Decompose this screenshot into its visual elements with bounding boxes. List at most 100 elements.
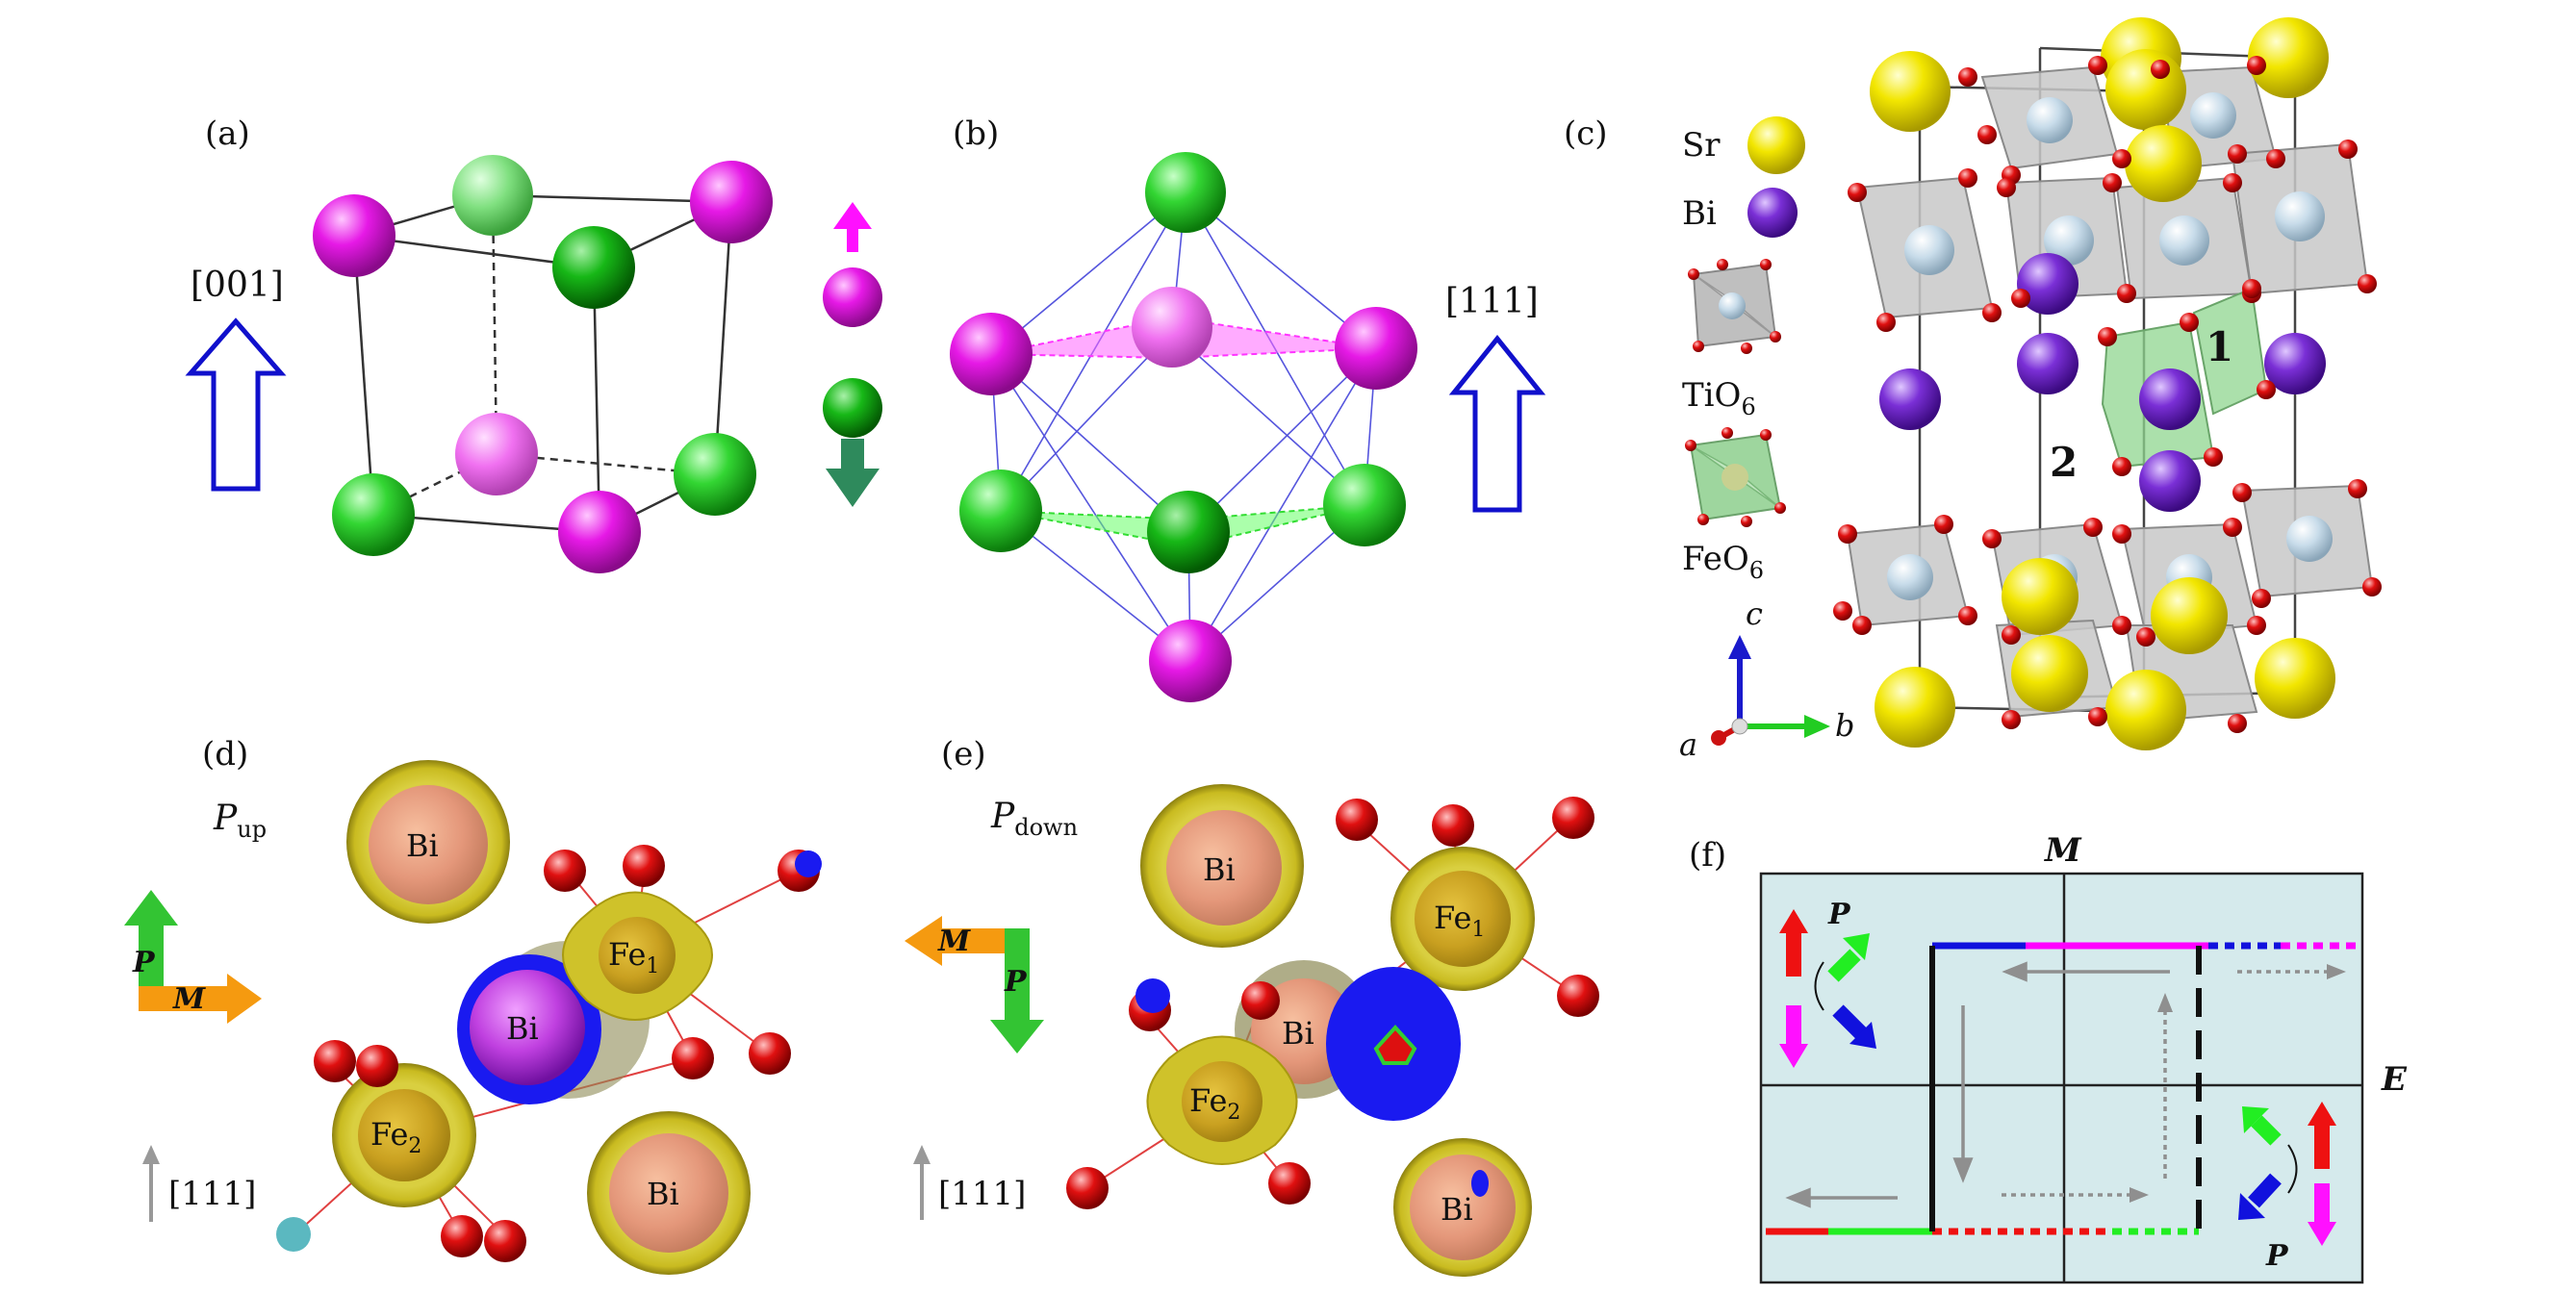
p-vector-arrow-icon [990, 1020, 1044, 1053]
site-label-1: 1 [2206, 323, 2233, 370]
up-arrow-icon [833, 202, 872, 252]
bi-atoms [1879, 253, 2326, 512]
magenta-atom-back [1132, 287, 1212, 368]
polarization-arrow-001 [185, 317, 287, 492]
up-arrow-icon [2308, 1102, 2336, 1126]
bi-label: Bi [1203, 851, 1236, 888]
up-arrow-icon [913, 1145, 931, 1164]
green-atom [552, 226, 635, 309]
panel-f: (f) M E [1689, 831, 2408, 1284]
axis-label-m: M [2044, 831, 2082, 870]
legend-sr-label: Sr [1682, 126, 1721, 165]
right-arrow-icon [2327, 964, 2346, 979]
magenta-atom [313, 194, 395, 277]
charge-density-blue-small [1471, 1170, 1489, 1197]
path-arrows [1785, 961, 2170, 1208]
vector-label-p-bottom: P [2265, 1239, 2289, 1273]
down-arrow-icon [1952, 1157, 1974, 1183]
p-vector-bar [1005, 928, 1030, 1025]
legend-bi-atom [1747, 188, 1798, 238]
up-right-arrow-icon [1843, 933, 1870, 960]
fe1-label: Fe1 [1434, 900, 1485, 942]
axis-label-e: E [2381, 1060, 2408, 1099]
down-right-arrow-icon [1849, 1022, 1876, 1049]
bi-label: Bi [1282, 1015, 1314, 1052]
axis-label-b: b [1835, 707, 1854, 744]
fe2-label: Fe2 [1189, 1082, 1240, 1125]
m-vector-arrow-icon [905, 916, 942, 966]
m-vector-arrow-icon [227, 974, 262, 1024]
direction-label-111: [111] [168, 1175, 256, 1213]
direction-label-111: [111] [1445, 282, 1539, 321]
bi-label: Bi [506, 1010, 539, 1047]
legend-tio6-label: TiO6 [1682, 376, 1756, 420]
magenta-atom-small [823, 267, 882, 327]
state-label-p-down: Pdown [990, 797, 1078, 841]
polarization-set-bottom: P [2238, 1102, 2336, 1273]
bi-atom [609, 1133, 728, 1253]
up-arrow-icon [142, 1145, 160, 1164]
legend-tio6-octahedron [1688, 259, 1781, 354]
left-arrow-icon [1785, 1187, 1811, 1208]
panel-b: (b) [111] [950, 114, 1546, 702]
direction-label-111: [111] [938, 1175, 1026, 1213]
fe1-atom [1415, 871, 1511, 967]
up-arrow-icon [1779, 909, 1808, 933]
vector-label-m: M [172, 982, 206, 1016]
down-arrow-icon [1779, 1044, 1808, 1068]
rhombohedral-cell-edges [990, 191, 1377, 662]
down-arrow-icon [2308, 1222, 2336, 1246]
panel-label-c: (c) [1564, 114, 1608, 153]
panel-e: (e) Pdown M P [111] Bi Fe1 Bi [905, 735, 1599, 1277]
oxygen-atoms [1833, 56, 2382, 733]
hysteresis-plot-area [1759, 872, 2364, 1284]
magenta-atom [690, 161, 773, 243]
vector-label-p-top: P [1827, 898, 1851, 931]
panel-label-d: (d) [202, 735, 248, 774]
panel-label-b: (b) [953, 114, 999, 153]
charge-density-core [1373, 1025, 1417, 1065]
site-label-2: 2 [2050, 439, 2078, 486]
green-atom [332, 473, 415, 556]
magenta-atom [950, 313, 1033, 395]
green-atom [1145, 152, 1226, 233]
legend-feo6-label: FeO6 [1682, 540, 1764, 584]
legend-bi-label: Bi [1682, 194, 1717, 233]
green-atom [674, 433, 756, 516]
polarization-arrow-111 [1448, 335, 1546, 513]
right-arrow-icon [2130, 1187, 2149, 1203]
down-arrow-icon [826, 439, 880, 507]
supercell-structure: 1 2 [1833, 17, 2382, 750]
oxygen-atoms [276, 845, 822, 1262]
path-arrows-dotted [2002, 970, 2329, 1197]
magenta-atom-back [455, 413, 538, 495]
bi-atom [470, 970, 585, 1085]
up-arrow-icon [2157, 993, 2173, 1012]
fe1-atom [599, 917, 676, 994]
oxygen-atoms [1066, 797, 1599, 1209]
crystal-axes: c b a [1679, 596, 1854, 763]
bi-label: Bi [647, 1176, 679, 1212]
panel-c: (c) Sr Bi TiO6 FeO6 [1564, 17, 2382, 763]
down-left-arrow-icon [2238, 1193, 2265, 1220]
legend-feo6-octahedron [1685, 427, 1786, 527]
bi-atom [1410, 1154, 1516, 1260]
fe2-label: Fe2 [370, 1116, 421, 1158]
green-atom [1147, 491, 1230, 573]
bi-atom [1166, 810, 1282, 926]
left-arrow-icon [2002, 961, 2028, 982]
fe1-label: Fe1 [608, 936, 659, 978]
panel-label-f: (f) [1689, 836, 1726, 875]
vector-label-p: P [1004, 965, 1028, 999]
b-axis-arrow-icon [1804, 715, 1830, 738]
up-left-arrow-icon [2242, 1106, 2269, 1133]
c-axis-arrow-icon [1728, 635, 1751, 659]
p-vector-arrow-icon [124, 890, 178, 926]
axis-label-c: c [1746, 596, 1763, 632]
bi-label: Bi [1441, 1191, 1473, 1228]
magenta-atom [1149, 620, 1232, 702]
bi-atom [369, 785, 488, 904]
magenta-atom [558, 491, 641, 573]
a-axis-arrow-icon [1711, 730, 1726, 746]
